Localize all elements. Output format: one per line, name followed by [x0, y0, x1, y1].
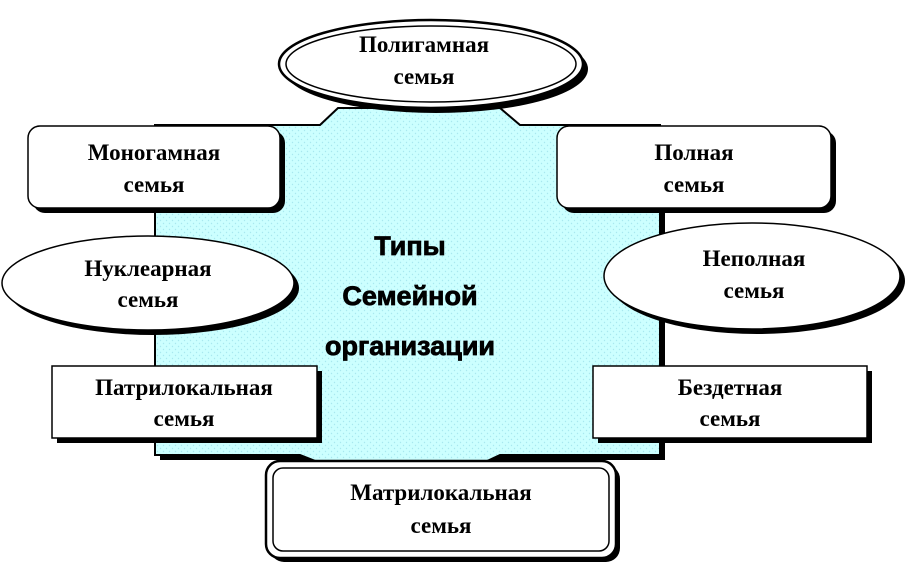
- node-monogamous-line-1: Моногамная: [88, 140, 220, 165]
- node-incomplete-line-1: Неполная: [703, 246, 806, 271]
- node-patrilocal-family: Патрилокальная семья: [51, 365, 322, 443]
- node-matrilocal-family: Матрилокальная семья: [264, 459, 620, 562]
- center-title-line-1: Типы: [374, 231, 445, 261]
- node-incomplete-family: Неполная семья: [603, 222, 905, 334]
- node-matrilocal-line-1: Матрилокальная: [350, 480, 532, 505]
- node-monogamous-line-2: семья: [124, 172, 185, 197]
- node-childless-line-1: Бездетная: [678, 375, 783, 400]
- node-nuclear-line-2: семья: [118, 287, 179, 312]
- node-childless-family: Бездетная семья: [592, 365, 872, 443]
- node-childless-line-2: семья: [700, 406, 761, 431]
- node-nuclear-family: Нуклеарная семья: [1, 235, 299, 335]
- node-matrilocal-line-2: семья: [411, 513, 472, 538]
- node-polygamous-line-1: Полигамная: [359, 32, 489, 57]
- center-title-line-3: организации: [325, 331, 495, 361]
- center-title: Типы Семейной организации: [325, 231, 496, 362]
- node-monogamous-family: Моногамная семья: [27, 125, 285, 213]
- node-patrilocal-line-1: Патрилокальная: [95, 375, 273, 400]
- node-patrilocal-line-2: семья: [154, 406, 215, 431]
- node-complete-line-1: Полная: [654, 140, 733, 165]
- node-nuclear-line-1: Нуклеарная: [84, 256, 211, 281]
- node-polygamous-family: Полигамная семья: [277, 18, 588, 113]
- node-complete-line-2: семья: [664, 172, 725, 197]
- node-incomplete-line-2: семья: [724, 278, 785, 303]
- node-complete-family: Полная семья: [556, 125, 836, 213]
- node-polygamous-line-2: семья: [394, 64, 455, 89]
- center-title-line-2: Семейной: [342, 281, 477, 311]
